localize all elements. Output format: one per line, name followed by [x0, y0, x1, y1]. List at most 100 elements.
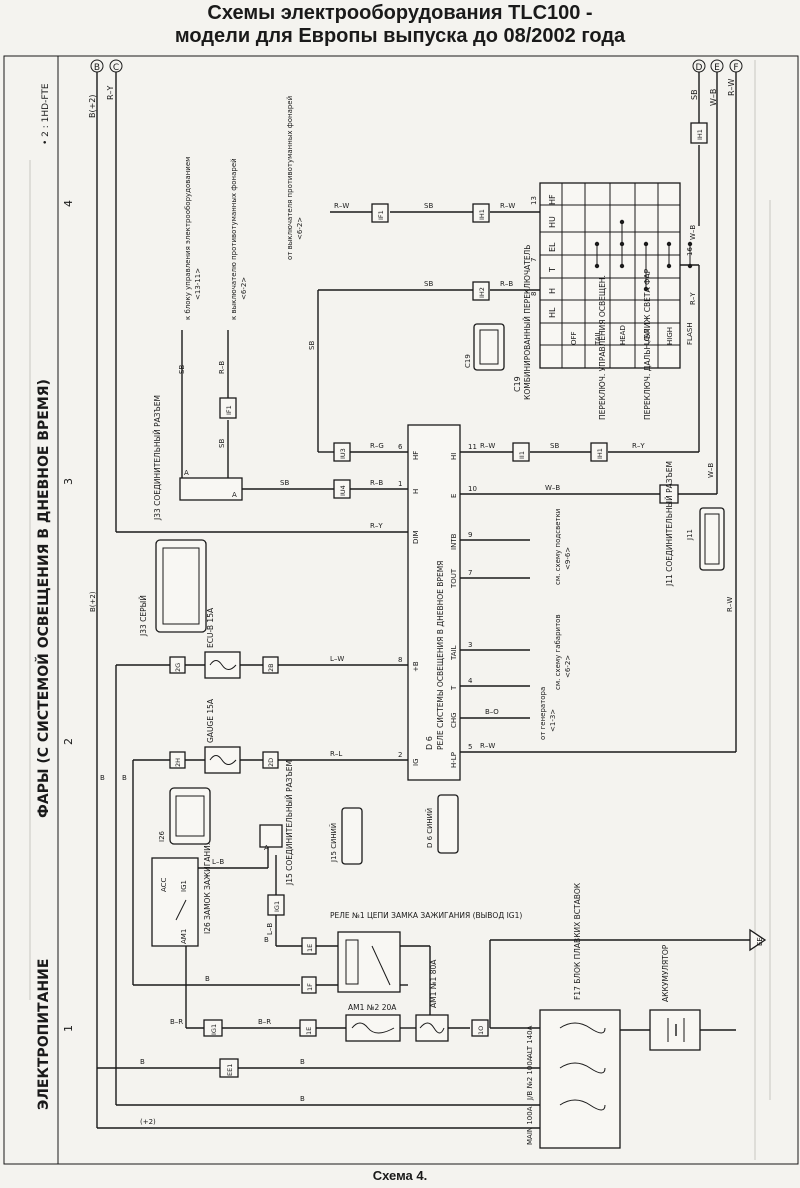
svg-text:GAUGE 15A: GAUGE 15A — [206, 698, 215, 743]
svg-text:SB: SB — [218, 439, 226, 448]
diagram-caption: Схема 4. — [372, 1168, 428, 1183]
switch-row-off: OFF — [570, 331, 578, 345]
j15-connector: A J15 СОЕДИНИТЕЛЬНЫЙ РАЗЪЕМ — [259, 760, 294, 886]
wire-label-ry-top: R–Y — [106, 85, 115, 100]
terminal-d: D — [692, 59, 706, 73]
svg-text:SB: SB — [280, 479, 289, 487]
svg-text:1F: 1F — [306, 983, 314, 991]
svg-text:E: E — [714, 63, 720, 73]
svg-text:IG1: IG1 — [210, 1024, 218, 1035]
connector-ig1 — [203, 1019, 223, 1037]
svg-text:2G: 2G — [174, 663, 182, 672]
svg-text:B: B — [264, 936, 269, 944]
wire-label-sb-top: SB — [690, 89, 699, 100]
svg-text:R–B: R–B — [370, 479, 383, 487]
f17-label: F17 БЛОК ПЛАВКИХ ВСТАВОК — [573, 882, 582, 1000]
fuse-main: MAIN 100A — [526, 1106, 534, 1145]
connector-2g — [169, 656, 186, 674]
note-to-ecu: к блоку управления электрооборудованием — [184, 157, 192, 320]
connector-if1-a — [371, 203, 389, 223]
relay-pin-tail: TAIL — [450, 645, 458, 661]
svg-text:SB: SB — [308, 341, 316, 350]
svg-text:C19: C19 — [464, 354, 472, 368]
svg-text:IG1: IG1 — [273, 901, 281, 912]
svg-text:W–B: W–B — [689, 225, 697, 240]
svg-text:II1: II1 — [518, 451, 526, 459]
d6-connector-icon: D 6 СИНИЙ — [425, 794, 459, 854]
connector-ig1-j15 — [267, 894, 285, 916]
title-line-2: модели для Европы выпуска до 08/2002 год… — [174, 25, 626, 47]
j11-connector-icon: J11 J11 СОЕДИНИТЕЛЬНЫЙ РАЗЪЕМ — [665, 461, 725, 587]
relay-pin-b: +B — [412, 661, 420, 672]
svg-text:C: C — [113, 63, 119, 73]
relay-num-6: 6 — [398, 443, 403, 451]
relay-pin-tout: TOUT — [450, 568, 458, 589]
ignition-switch: ACC IG1 AM1 I26 ЗАМОК ЗАЖИГАНИЯ — [151, 840, 212, 947]
connector-2d — [262, 751, 279, 769]
connector-1f — [301, 976, 317, 994]
side-label-power: ЭЛЕКТРОПИТАНИЕ — [36, 959, 52, 1110]
switch-pin-16: 16 — [686, 247, 694, 256]
relay-num-9: 9 — [468, 531, 472, 539]
side-label-headlights: ФАРЫ (С СИСТЕМОЙ ОСВЕЩЕНИЯ В ДНЕВНОЕ ВРЕ… — [35, 379, 52, 818]
switch-row-flash: FLASH — [686, 322, 694, 345]
relay-num-5: 5 — [468, 743, 472, 751]
svg-text:IH1: IH1 — [696, 129, 704, 140]
note-from-fog-switch: от выключателя противотуманных фонарей — [286, 96, 294, 260]
connector-1o — [471, 1019, 489, 1037]
svg-text:2H: 2H — [174, 758, 182, 767]
svg-text:R–Y: R–Y — [632, 442, 645, 450]
svg-text:R–W: R–W — [480, 742, 495, 750]
switch-header-hf: HF — [548, 194, 557, 205]
bleed-through — [29, 60, 771, 1160]
switch-header-hl: HL — [548, 307, 557, 318]
svg-text:B: B — [205, 975, 210, 983]
j33-connector: A A J33 СОЕДИНИТЕЛЬНЫЙ РАЗЪЕМ — [153, 395, 243, 521]
svg-text:I26: I26 — [158, 830, 166, 842]
terminal-e: E — [710, 59, 724, 73]
relay-pin-hlp: H-LP — [450, 752, 458, 768]
svg-text:J15 СИНИЙ: J15 СИНИЙ — [329, 823, 338, 863]
svg-text:2D: 2D — [267, 758, 275, 767]
title-line-1: Схемы электрооборудования TLC100 - — [207, 2, 593, 24]
connector-ih1-a — [472, 203, 490, 223]
wire-label-b-plus2-top: B(+2) — [88, 94, 97, 118]
combination-switch-name: КОМБИНИРОВАННЫЙ ПЕРЕКЛЮЧАТЕЛЬ — [523, 245, 532, 400]
switch-group-beam: ПЕРЕКЛЮЧ. ДАЛЬН./БЛИЖ СВЕТА ФАР — [643, 268, 652, 420]
svg-text:R–B: R–B — [218, 361, 226, 374]
svg-text:AM1 №2 20A: AM1 №2 20A — [348, 1003, 397, 1012]
switch-pin-8: 8 — [530, 292, 538, 296]
zone-number-1: 1 — [62, 1025, 75, 1032]
svg-text:ECU-B 15A: ECU-B 15A — [206, 607, 215, 648]
connector-ii1 — [512, 442, 530, 462]
note-from-alternator: от генератора — [539, 687, 547, 740]
relay-pin-t: T — [450, 685, 458, 691]
note-from-alternator-ref: <1-3> — [549, 709, 557, 732]
svg-text:J11: J11 — [686, 529, 694, 541]
svg-text:F: F — [733, 63, 738, 73]
relay-pin-hi: HI — [450, 453, 458, 460]
svg-text:B: B — [122, 774, 127, 782]
svg-text:SB: SB — [424, 280, 433, 288]
svg-text:A: A — [232, 491, 237, 499]
fuse-ecu-b: ECU-B 15A — [204, 607, 241, 679]
svg-text:R–G: R–G — [370, 442, 384, 450]
relay-num-8: 8 — [398, 656, 402, 664]
svg-text:L–B: L–B — [212, 858, 224, 866]
connector-ih1-c — [590, 442, 608, 462]
relay-pin-h: H — [412, 489, 420, 494]
svg-text:1O: 1O — [477, 1026, 485, 1035]
combination-switch-id: C19 — [513, 376, 522, 392]
svg-text:R–B: R–B — [500, 280, 513, 288]
terminal-c: C — [109, 59, 123, 73]
svg-text:1E: 1E — [305, 1027, 313, 1035]
relay-id: D 6 — [425, 736, 434, 750]
zone-number-4: 4 — [62, 200, 75, 207]
connector-2b — [262, 656, 279, 674]
svg-text:I26 ЗАМОК ЗАЖИГАНИЯ: I26 ЗАМОК ЗАЖИГАНИЯ — [203, 840, 212, 934]
note-to-ecu-ref: <13-11> — [194, 268, 202, 300]
zone-number-3: 3 — [62, 478, 75, 485]
svg-text:ACC: ACC — [160, 877, 168, 892]
svg-text:РЕЛЕ №1 ЦЕПИ ЗАМКА ЗАЖИГАНИЯ (: РЕЛЕ №1 ЦЕПИ ЗАМКА ЗАЖИГАНИЯ (ВЫВОД IG1) — [330, 911, 522, 920]
